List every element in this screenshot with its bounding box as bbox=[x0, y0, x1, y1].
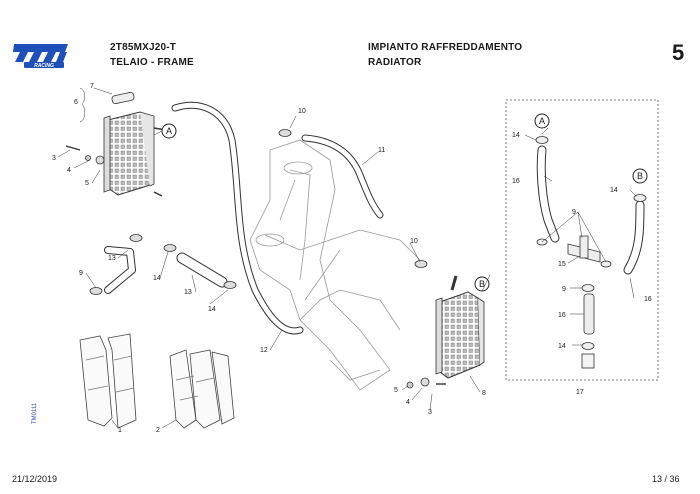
callout-4-left: 4 bbox=[67, 167, 71, 174]
right-radiator bbox=[406, 275, 485, 389]
group-title-italian: IMPIANTO RAFFREDDAMENTO bbox=[368, 42, 523, 53]
callout-10-top: 10 bbox=[298, 108, 306, 115]
callout-14-detail-right: 14 bbox=[610, 187, 618, 194]
callout-16-detail-left: 16 bbox=[512, 178, 520, 185]
shroud-2 bbox=[169, 349, 235, 429]
callout-7: 7 bbox=[90, 83, 94, 90]
marker-b-detail: B bbox=[637, 171, 643, 181]
callout-16-detail-mid: 16 bbox=[558, 312, 566, 319]
group-title-english: RADIATOR bbox=[368, 57, 422, 68]
callout-3-left: 3 bbox=[52, 155, 56, 162]
callout-14-a: 14 bbox=[153, 275, 161, 282]
marker-a-left: A bbox=[166, 126, 172, 136]
section-title: TELAIO - FRAME bbox=[110, 57, 194, 68]
callout-15: 15 bbox=[558, 261, 566, 268]
callout-9-detail-top: 9 bbox=[572, 209, 576, 216]
callout-5-left: 5 bbox=[85, 180, 89, 187]
callout-9-left: 9 bbox=[79, 270, 83, 277]
left-radiator bbox=[65, 91, 167, 197]
callout-4-right: 4 bbox=[406, 399, 410, 406]
model-code: 2T85MXJ20-T bbox=[110, 42, 177, 53]
footer-date: 21/12/2019 bbox=[12, 474, 58, 484]
callout-5-right: 5 bbox=[394, 387, 398, 394]
marker-a-detail: A bbox=[539, 116, 545, 126]
callout-16-detail-right: 16 bbox=[644, 296, 652, 303]
callout-14-detail-top: 14 bbox=[512, 132, 520, 139]
callout-12: 12 bbox=[260, 347, 268, 354]
tm-racing-logo: RACING bbox=[13, 44, 68, 69]
callout-3-right: 3 bbox=[428, 409, 432, 416]
callout-10-right: 10 bbox=[410, 238, 418, 245]
callout-17: 17 bbox=[576, 389, 584, 396]
callout-13-center: 13 bbox=[184, 289, 192, 296]
callout-11: 11 bbox=[378, 147, 385, 154]
section-number: 5 bbox=[672, 40, 685, 65]
callout-8: 8 bbox=[482, 390, 486, 397]
detail-box bbox=[505, 99, 659, 381]
shroud-1 bbox=[79, 333, 137, 429]
frame-outline bbox=[249, 139, 421, 391]
callout-1: 1 bbox=[118, 427, 122, 434]
callout-14-detail-bottom: 14 bbox=[558, 343, 566, 350]
callout-9-detail-mid: 9 bbox=[562, 286, 566, 293]
callout-2: 2 bbox=[156, 427, 160, 434]
footer-page: 13 / 36 bbox=[652, 474, 680, 484]
marker-b-right: B bbox=[479, 279, 485, 289]
callout-14-b: 14 bbox=[208, 306, 216, 313]
svg-text:RACING: RACING bbox=[34, 63, 54, 69]
callout-6: 6 bbox=[74, 99, 78, 106]
callout-13-left: 13 bbox=[108, 255, 116, 262]
